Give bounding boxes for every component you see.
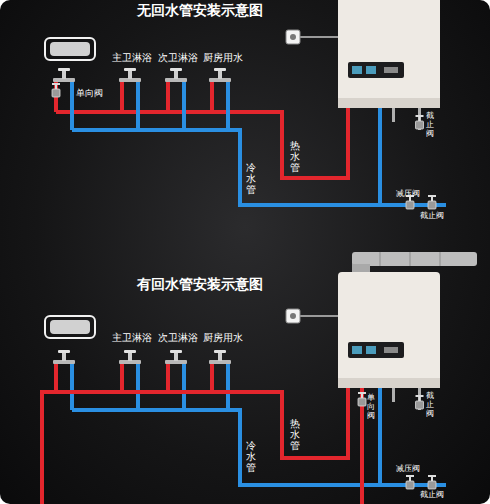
fixture-label: 主卫淋浴 xyxy=(112,52,152,64)
fixture-label: 厨房用水 xyxy=(203,332,243,344)
valve-label: 单向阀 xyxy=(367,394,375,420)
fixture-label: 厨房用水 xyxy=(203,52,243,64)
faucet-symbol xyxy=(53,350,231,364)
bathtub-icon xyxy=(45,316,95,338)
fixture-label: 主卫淋浴 xyxy=(112,332,152,344)
valve-label: 截止阀 xyxy=(426,392,434,418)
fixture-label: 次卫淋浴 xyxy=(158,332,198,344)
pipe-label: 热水管 xyxy=(290,140,300,173)
faucet-symbol xyxy=(53,68,231,82)
section-title: 有回水管安装示意图 xyxy=(137,276,263,293)
valve-label: 单向阀 xyxy=(76,88,103,99)
valve-label: 减压阀 xyxy=(396,189,420,199)
fixture-label: 次卫淋浴 xyxy=(158,52,198,64)
valve-label: 截止阀 xyxy=(420,211,444,221)
section-title: 无回水管安装示意图 xyxy=(137,2,263,19)
cold-water-pipe xyxy=(72,80,446,205)
water-heater xyxy=(338,0,440,130)
valve-label: 截止阀 xyxy=(426,112,434,138)
cold-water-pipe xyxy=(72,362,446,485)
valve-label: 截止阀 xyxy=(420,490,444,500)
cold-water-pipe xyxy=(72,394,228,410)
pipe-label: 热水管 xyxy=(290,418,300,451)
valve-symbol xyxy=(52,83,436,209)
pipe-label: 冷水管 xyxy=(246,162,256,195)
valve-label: 减压阀 xyxy=(396,464,420,474)
water-heater xyxy=(338,272,440,410)
pipe-label: 冷水管 xyxy=(246,440,256,473)
power-outlet xyxy=(286,30,338,44)
hot-water-pipe xyxy=(42,362,362,504)
valve-symbol xyxy=(358,392,436,489)
exhaust-pipe xyxy=(352,252,477,274)
bathtub-icon xyxy=(45,38,95,60)
power-outlet xyxy=(286,309,338,323)
